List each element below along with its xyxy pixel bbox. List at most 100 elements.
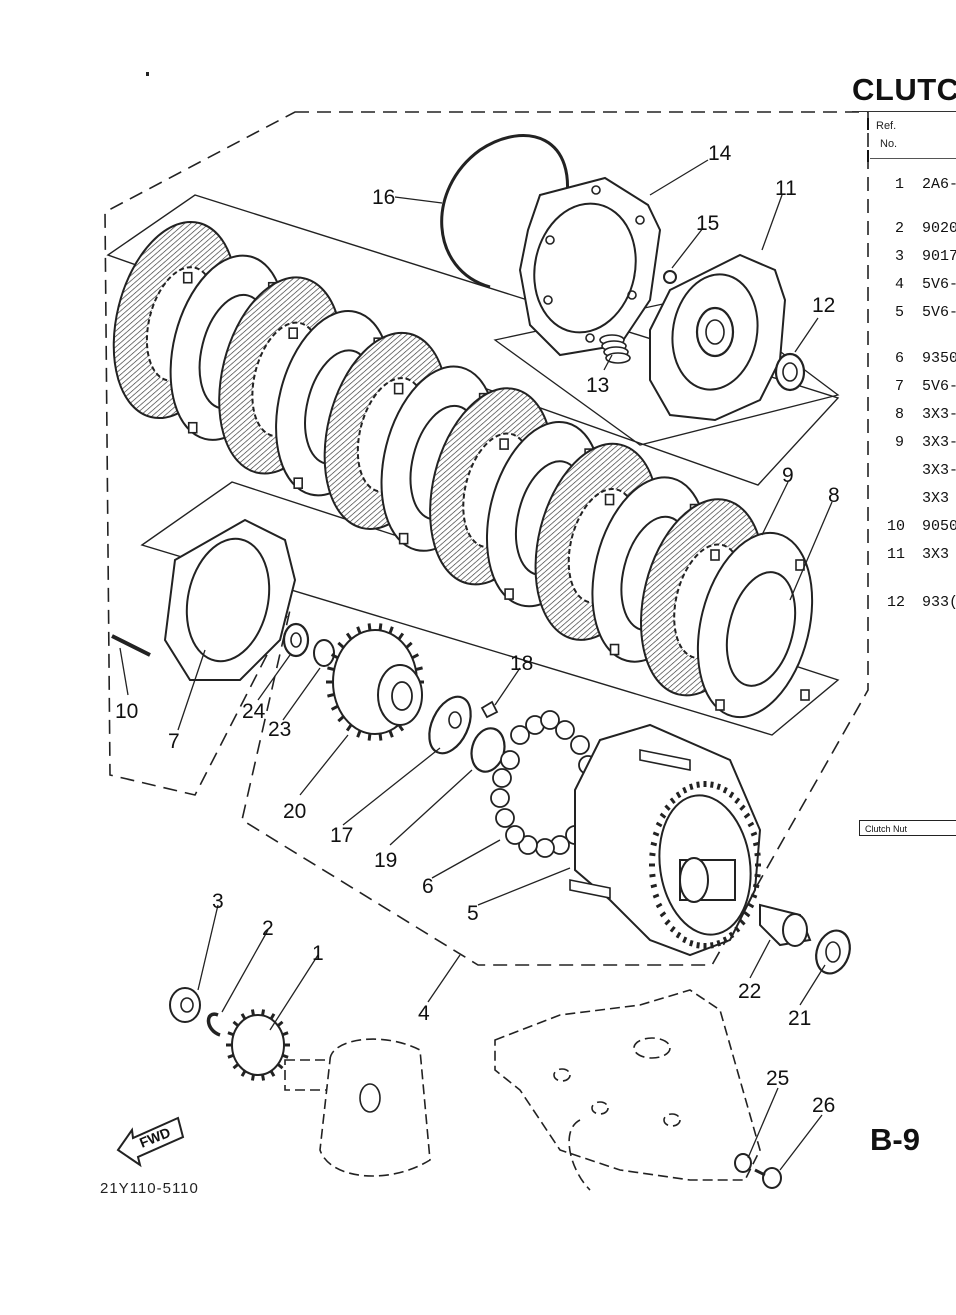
table-row-part: 9017: [922, 248, 956, 265]
gear-tooth: [281, 1031, 289, 1037]
table-row-ref: 6: [895, 350, 905, 367]
callout-24: 24: [242, 700, 266, 723]
gear-tooth: [388, 626, 394, 634]
clutch-spring: [599, 334, 631, 364]
gear-tooth: [716, 939, 721, 947]
gear-tooth: [345, 723, 353, 732]
leader-lines: [119, 159, 833, 1171]
clutch-nut-label: Clutch Nut: [859, 820, 956, 836]
gear-tooth: [652, 831, 660, 837]
callout-23: 23: [268, 718, 291, 741]
steel-ball: [518, 835, 538, 855]
clutch-plate-stack: [112, 220, 814, 719]
drain-bolt: [754, 1167, 782, 1189]
gear-tooth: [240, 1013, 247, 1020]
callout-14: 14: [708, 142, 732, 165]
table-row-part: 5V6-: [922, 378, 956, 395]
gear-tooth: [728, 931, 735, 939]
callout-6: 6: [422, 875, 434, 898]
gear-tooth: [752, 883, 760, 889]
table-row-ref: 9: [895, 434, 905, 451]
gear-tooth: [269, 1013, 276, 1020]
gear-tooth: [675, 931, 682, 939]
gear-tooth: [250, 1074, 255, 1081]
table-row-part: 3X3: [922, 546, 950, 563]
table-header-rule: [870, 158, 956, 159]
pressure-plate-ring: [518, 176, 662, 357]
callout-numbers: 16 14 15 11 12 13 9 8 10 7 24 23 20 17 1…: [115, 142, 840, 1117]
crankcase-outline: [494, 989, 761, 1191]
gear-tooth: [232, 1063, 240, 1070]
gear-tooth: [330, 653, 339, 660]
gear-tooth: [682, 936, 688, 944]
gear-tooth: [345, 632, 353, 641]
table-row-ref: 2: [895, 220, 905, 237]
gear-tooth: [743, 911, 751, 918]
table-row-ref: 3: [895, 248, 905, 265]
gear-tooth: [261, 1009, 266, 1016]
gear-tooth: [232, 1020, 240, 1027]
steel-ball: [540, 710, 560, 730]
page-number: B-9: [870, 1122, 920, 1157]
thrust-washer: [313, 639, 335, 667]
gear-tooth: [669, 925, 676, 933]
gear-tooth: [710, 781, 714, 788]
gear-tooth: [655, 902, 663, 909]
o-ring: [470, 727, 506, 773]
gear-tooth: [327, 692, 335, 698]
gear-tooth: [754, 873, 761, 878]
table-row-part: 9350: [922, 350, 956, 367]
gear-tooth: [367, 623, 372, 631]
gear-tooth: [281, 1053, 289, 1059]
title-underline: [852, 111, 956, 112]
table-row-ref: 7: [895, 378, 905, 395]
callout-3: 3: [212, 890, 224, 913]
gear-tooth: [710, 942, 714, 949]
callout-22: 22: [738, 980, 761, 1003]
table-row-ref: 10: [887, 518, 906, 535]
callout-18: 18: [510, 652, 533, 675]
callout-21: 21: [788, 1007, 811, 1030]
thrust-washer-large: [815, 929, 851, 975]
callout-15: 15: [696, 212, 719, 235]
gear-tooth: [728, 791, 735, 799]
gear-tooth: [652, 893, 660, 899]
gear-tooth: [261, 1074, 266, 1081]
gear-tooth: [722, 786, 728, 794]
callout-25: 25: [766, 1067, 789, 1090]
table-row-part: 933(: [922, 594, 956, 611]
gear-tooth: [664, 804, 671, 811]
lock-washer: [206, 1012, 221, 1037]
clutch-boss-gear: [326, 623, 424, 741]
callout-10: 10: [115, 700, 138, 723]
gear-tooth: [337, 715, 345, 723]
gear-tooth: [649, 852, 656, 857]
drain-washer: [734, 1153, 752, 1173]
table-header-no: No.: [880, 138, 898, 150]
page-title: CLUTC: [852, 72, 956, 107]
gear-tooth: [750, 893, 758, 899]
table-row-part: 9020: [922, 220, 956, 237]
small-nut: [663, 270, 677, 284]
table-row-part: 3X3: [922, 490, 950, 507]
gear-tooth: [739, 919, 746, 926]
callout-9: 9: [782, 464, 794, 487]
gear-tooth: [327, 666, 335, 672]
gear-tooth: [659, 812, 667, 819]
push-plate: [163, 518, 297, 681]
clutch-housing: [569, 723, 762, 957]
gear-tooth: [747, 902, 755, 909]
gear-tooth: [378, 733, 383, 741]
callout-5: 5: [467, 902, 479, 925]
callout-19: 19: [374, 849, 397, 872]
gear-tooth: [397, 632, 405, 641]
steel-ball: [505, 825, 525, 845]
table-row-ref: 4: [895, 276, 905, 293]
gear-tooth: [356, 730, 362, 738]
gear-tooth: [276, 1020, 284, 1027]
gear-tooth: [739, 804, 746, 811]
bearing: [774, 352, 806, 392]
gear-tooth: [689, 939, 694, 947]
diagram-code: 21Y110-5110: [100, 1180, 199, 1197]
